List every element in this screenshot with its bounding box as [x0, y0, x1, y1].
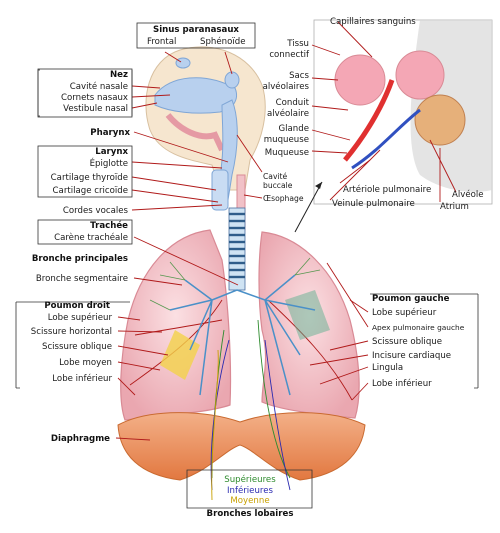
larynx-item-2: Cartilage cricoïde: [53, 186, 128, 196]
nez-item-0: Cavité nasale: [70, 81, 128, 92]
diaphragm-shape: [117, 412, 366, 481]
pd-item-4: Lobe inférieur: [52, 373, 112, 384]
sinus-box: [136, 22, 256, 49]
cavite-line-1: buccale: [263, 181, 293, 190]
larynx-title: Larynx: [95, 147, 128, 157]
sacs-line-1: alvéolaires: [263, 81, 310, 92]
pg-item-3: Incisure cardiaque: [372, 351, 451, 361]
lobaires-moyenne: Moyenne: [230, 496, 269, 506]
nez-item-2: Vestibule nasal: [63, 104, 128, 114]
tissu-line-1: connectif: [269, 50, 310, 60]
veinule-label: Veinule pulmonaire: [332, 199, 415, 209]
trachee-box: [37, 219, 133, 245]
green-branches: [149, 257, 321, 311]
trachea: [228, 207, 246, 291]
inset-pointer-arrow: [315, 182, 322, 189]
glande-line-1: muqueuse: [264, 135, 309, 145]
carene-label: Carène trachéale: [54, 232, 128, 243]
poumon-droit-bracket: [15, 301, 130, 389]
pg-item-4: Lingula: [372, 363, 403, 373]
arteriole-label: Artériole pulmonaire: [343, 184, 431, 195]
lobar-leaders: [210, 319, 291, 501]
poumon-droit-title: Poumon droit: [44, 301, 110, 311]
conduit-line-1: alvéolaire: [267, 108, 309, 119]
sinus-sphenoide: Sphénoïde: [200, 36, 245, 47]
larynx-box: [37, 145, 133, 198]
bronchi-tree: [169, 274, 316, 396]
sinus-title: Sinus paranasaux: [153, 25, 239, 35]
oral-cavity: [165, 113, 225, 152]
alveoli-inset: [313, 19, 493, 205]
nez-item-1: Cornets nasaux: [61, 93, 128, 103]
poumon-gauche-bracket: [370, 293, 479, 389]
pg-item-2: Scissure oblique: [372, 337, 442, 347]
atrium-label: Atrium: [440, 202, 469, 212]
pd-item-0: Lobe supérieur: [48, 312, 113, 323]
lobaires-title: Bronches lobaires: [207, 509, 294, 519]
nez-title: Nez: [110, 70, 128, 80]
muqueuse-label: Muqueuse: [265, 148, 309, 158]
leader-lines: [115, 21, 457, 441]
pd-item-2: Scissure oblique: [42, 342, 112, 352]
pd-item-3: Lobe moyen: [59, 358, 112, 368]
glande-line-0: Glande: [278, 124, 309, 134]
diaphragme-label: Diaphragme: [51, 434, 110, 444]
larynx-shape: [211, 169, 229, 211]
larynx-item-1: Cartilage thyroïde: [51, 173, 128, 183]
sphenoid-sinus: [224, 71, 240, 89]
larynx-item-0: Épiglotte: [90, 157, 128, 169]
left-lung: [258, 231, 360, 419]
frontal-sinus: [175, 57, 191, 69]
head-outline: [145, 46, 266, 191]
sacs-line-0: Sacs: [289, 71, 309, 81]
pg-item-5: Lobe inférieur: [372, 378, 432, 389]
sinus-frontal: Frontal: [147, 37, 176, 47]
pg-item-0: Lobe supérieur: [372, 307, 437, 318]
oesophage-label: Œsophage: [263, 194, 304, 203]
nez-frame: [37, 68, 133, 118]
cavite-line-0: Cavité: [263, 172, 288, 181]
pg-item-1: Apex pulmonaire gauche: [372, 323, 465, 332]
conduit-line-0: Conduit: [276, 98, 310, 108]
poumon-gauche-title: Poumon gauche: [372, 294, 450, 304]
alveole-label: Alvéole: [452, 189, 484, 200]
cordes-vocales-label: Cordes vocales: [63, 206, 129, 216]
pharynx-label: Pharynx: [90, 128, 130, 138]
lobaires-box: [186, 469, 313, 509]
capillaires-label: Capillaires sanguins: [330, 17, 416, 27]
tissu-line-0: Tissu: [286, 39, 309, 49]
bronche-principales-label: Bronche principales: [32, 254, 128, 264]
head-section: [145, 46, 266, 231]
inset-pointer: [294, 181, 323, 233]
pd-item-1: Scissure horizontal: [31, 327, 112, 337]
trachee-title: Trachée: [90, 220, 128, 231]
lobaires-superieures: Supérieures: [224, 474, 276, 485]
right-lung: [120, 229, 232, 421]
lobaires-inferieures: Inférieures: [227, 485, 274, 496]
bronche-segmentaire-label: Bronche segmentaire: [36, 274, 128, 284]
